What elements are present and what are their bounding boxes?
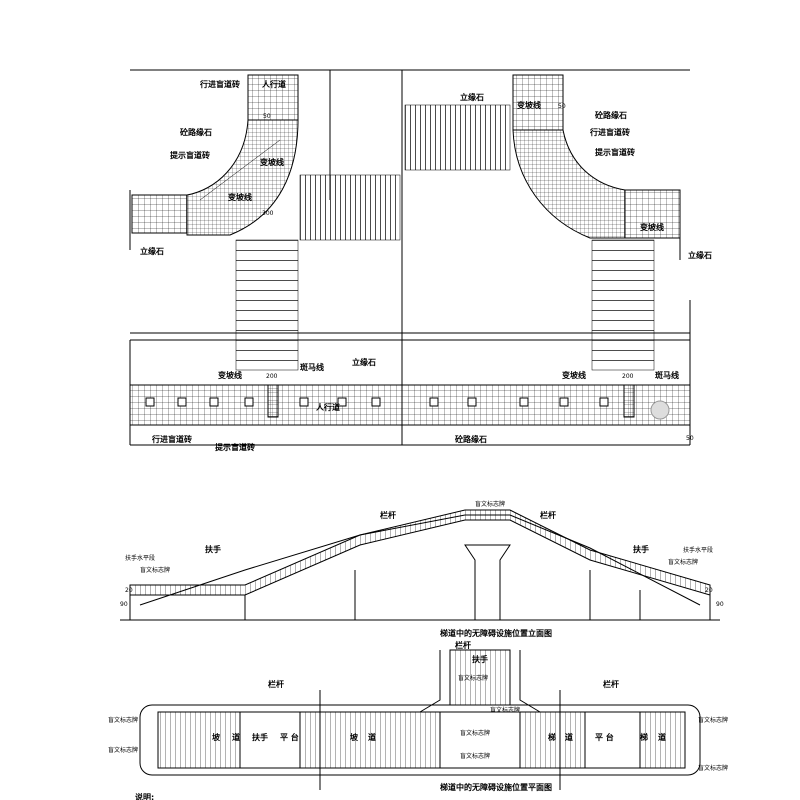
label-ramp-line: 变坡线 <box>218 370 242 380</box>
label-braille-sign: 盲文标志牌 <box>460 752 490 760</box>
label-railing: 栏杆 <box>380 510 396 520</box>
label-railing: 栏杆 <box>540 510 556 520</box>
elevation-caption: 梯道中的无障碍设施位置立面图 <box>440 628 552 638</box>
label-warn-tile: 提示盲道砖 <box>170 150 210 160</box>
intersection-plan: 行进盲道砖 人行道 砼路缘石 提示盲道砖 变坡线 变坡线 立缘石 立缘石 变坡线… <box>129 69 712 452</box>
label-stair: 梯 <box>548 732 556 742</box>
label-sidewalk: 人行道 <box>316 402 340 412</box>
label-upright-curb: 立缘石 <box>460 92 484 102</box>
label-ramp-line: 变坡线 <box>640 222 664 232</box>
label-curb: 砼路缘石 <box>595 110 627 120</box>
label-ramp-line: 变坡线 <box>228 192 252 202</box>
label-handrail-ext: 扶手水平段 <box>125 554 155 562</box>
dim-label: 20 <box>705 587 713 594</box>
label-railing: 栏杆 <box>455 640 471 650</box>
label-stair: 道 <box>658 732 666 742</box>
label-ramp: 坡 <box>350 732 359 742</box>
dim-label: 20 <box>125 587 133 594</box>
label-handrail: 扶手 <box>252 732 268 742</box>
label-ramp: 道 <box>232 732 240 742</box>
note-label: 说明: <box>135 792 154 800</box>
dim-label: 50 <box>686 435 694 442</box>
label-walk-tile: 行进盲道砖 <box>199 79 240 89</box>
label-braille-sign: 盲文标志牌 <box>668 558 698 566</box>
label-platform: 平 台 <box>280 732 299 742</box>
label-handrail: 扶手 <box>472 654 488 664</box>
label-curb: 砼路缘石 <box>455 434 487 444</box>
label-handrail: 扶手 <box>633 544 649 554</box>
label-walk-tile: 行进盲道砖 <box>589 127 630 137</box>
label-warn-tile: 提示盲道砖 <box>595 147 635 157</box>
label-braille-sign: 盲文标志牌 <box>698 716 728 724</box>
label-railing: 栏杆 <box>268 679 284 689</box>
label-handrail-ext: 扶手水平段 <box>683 546 713 554</box>
label-upright-curb: 立缘石 <box>352 357 376 367</box>
label-ramp-line: 变坡线 <box>517 100 541 110</box>
label-upright-curb: 立缘石 <box>140 246 164 256</box>
label-braille-sign: 盲文标志牌 <box>140 566 170 574</box>
label-braille-sign: 盲文标志牌 <box>698 764 728 772</box>
stair-elevation: 栏杆 栏杆 盲文标志牌 扶手 扶手 扶手水平段 扶手水平段 盲文标志牌 盲文标志… <box>120 500 724 638</box>
label-zebra: 斑马线 <box>655 370 679 380</box>
label-braille-sign: 盲文标志牌 <box>460 729 490 737</box>
label-zebra: 斑马线 <box>300 362 324 372</box>
label-warn-tile: 提示盲道砖 <box>215 442 255 452</box>
label-sidewalk: 人行道 <box>262 79 286 89</box>
dim-label: 200 <box>622 373 634 380</box>
label-walk-tile: 行进盲道砖 <box>151 434 192 444</box>
dim-label: 300 <box>262 210 274 217</box>
label-braille-sign: 盲文标志牌 <box>458 674 488 682</box>
label-braille-sign: 盲文标志牌 <box>490 706 520 714</box>
dim-label: 50 <box>558 103 566 110</box>
label-railing: 栏杆 <box>603 679 619 689</box>
label-braille-sign: 盲文标志牌 <box>475 500 505 508</box>
dim-label: 50 <box>263 113 271 120</box>
label-braille-sign: 盲文标志牌 <box>108 716 138 724</box>
label-handrail: 扶手 <box>205 544 221 554</box>
label-upright-curb: 立缘石 <box>688 250 712 260</box>
label-platform: 平 台 <box>595 732 614 742</box>
label-ramp: 坡 <box>212 732 221 742</box>
dim-label: 90 <box>120 601 128 608</box>
label-ramp: 道 <box>368 732 376 742</box>
label-stair: 梯 <box>640 732 648 742</box>
stair-plan: 栏杆 扶手 栏杆 栏杆 盲文标志牌 盲文标志牌 盲文标志牌 盲文标志牌 盲文标志… <box>108 640 728 800</box>
label-braille-sign: 盲文标志牌 <box>108 746 138 754</box>
label-stair: 道 <box>565 732 573 742</box>
label-curb: 砼路缘石 <box>180 127 212 137</box>
plan-caption: 梯道中的无障碍设施位置平面图 <box>440 782 552 792</box>
label-ramp-line: 变坡线 <box>260 157 284 167</box>
dim-label: 90 <box>716 601 724 608</box>
label-ramp-line: 变坡线 <box>562 370 586 380</box>
dim-label: 200 <box>266 373 278 380</box>
